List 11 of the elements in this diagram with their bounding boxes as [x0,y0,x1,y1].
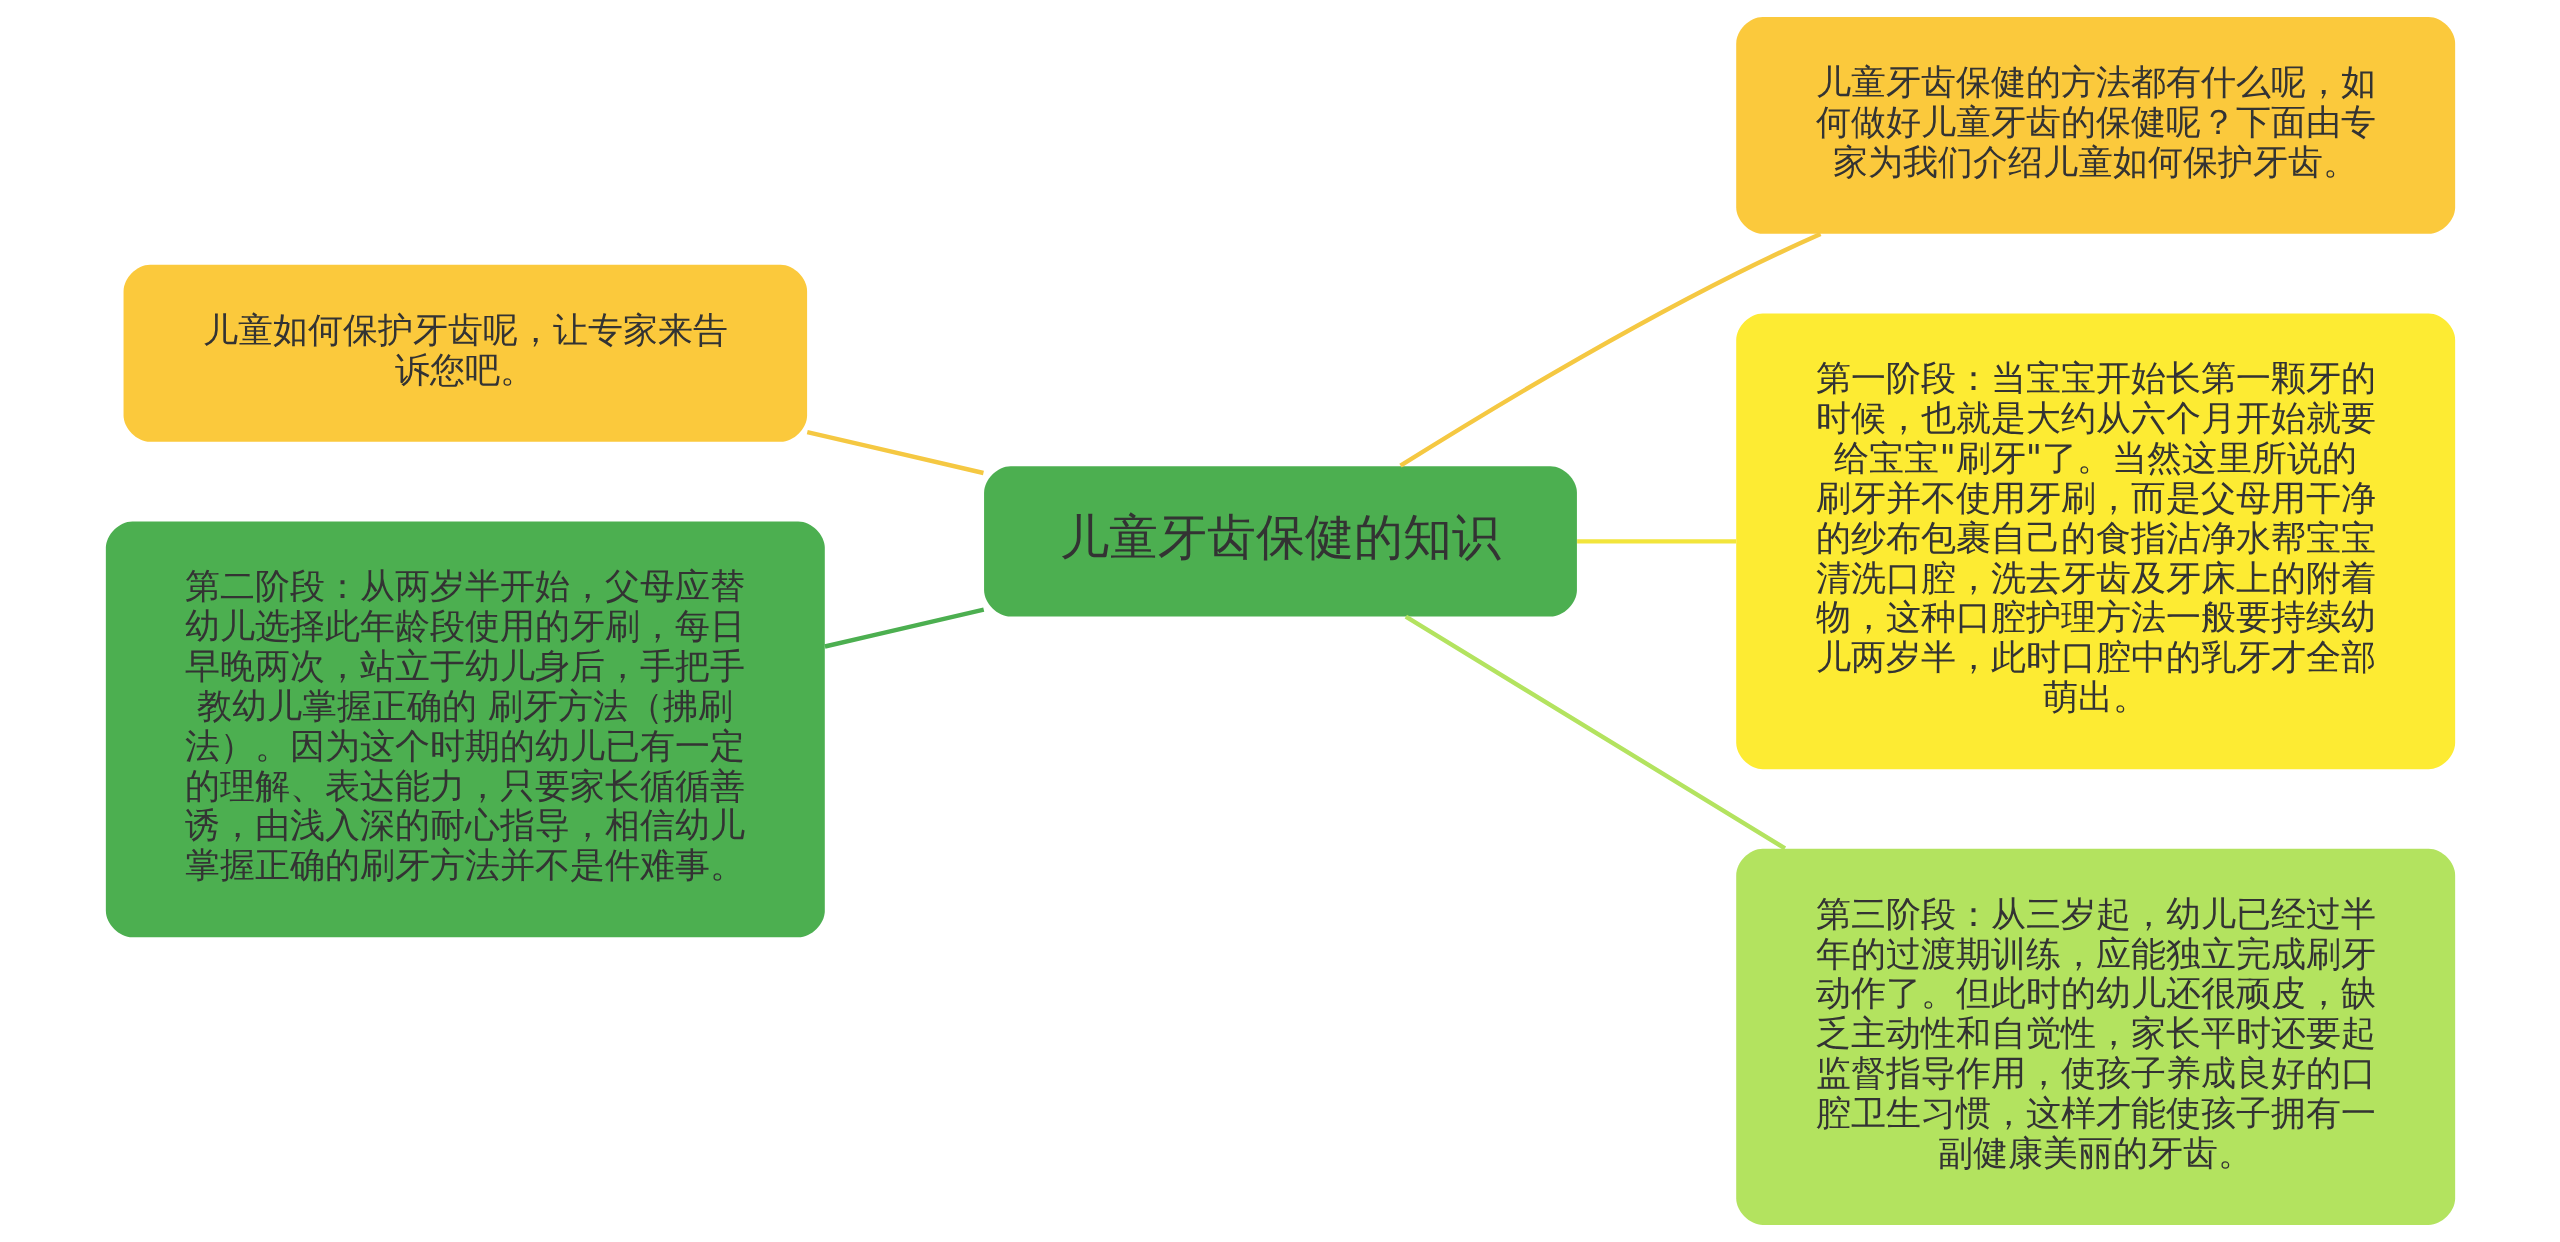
connector [1398,232,1821,468]
node-box: 第二阶段：从两岁半开始，父母应替幼儿选择此年龄段使用的牙刷，每日早晚两次，站立于幼儿身后，手把手教幼儿掌握正确的 刷牙方法（拂刷法）。因为这个时期的幼儿已有一定的理解、表达能力，只要家长循循善诱，由浅入深的耐心指导，相信幼儿掌握正确的刷牙方法并不是件难事。 [105,521,825,938]
connector [1404,614,1786,851]
node-box: 儿童牙齿保健的方法都有什么呢，如何做好儿童牙齿的保健呢？下面由专家为我们介绍儿童如何保护牙齿。 [1735,17,2455,234]
node-box: 儿童如何保护牙齿呢，让专家来告诉您吧。 [123,264,807,442]
connector [1576,539,1736,544]
connector [806,429,984,476]
connector [823,607,984,649]
node-box: 第一阶段：当宝宝开始长第一颗牙的时候，也就是大约从六个月开始就要给宝宝"刷牙"了。当然这里所说的刷牙并不使用牙刷，而是父母用干净的纱布包裹自己的食指沾净水帮宝宝清洗口腔，洗去牙齿及牙床上的附着物，这种口腔护理方法一般要持续幼儿两岁半，此时口腔中的乳牙才全部萌出。 [1735,313,2455,770]
node-box: 儿童牙齿保健的知识 [983,466,1577,617]
node-box: 第三阶段：从三岁起，幼儿已经过半年的过渡期训练，应能独立完成刷牙动作了。但此时的幼儿还很顽皮，缺乏主动性和自觉性，家长平时还要起监督指导作用，使孩子养成良好的口腔卫生习惯，这样才能使孩子拥有一副健康美丽的牙齿。 [1735,848,2455,1225]
